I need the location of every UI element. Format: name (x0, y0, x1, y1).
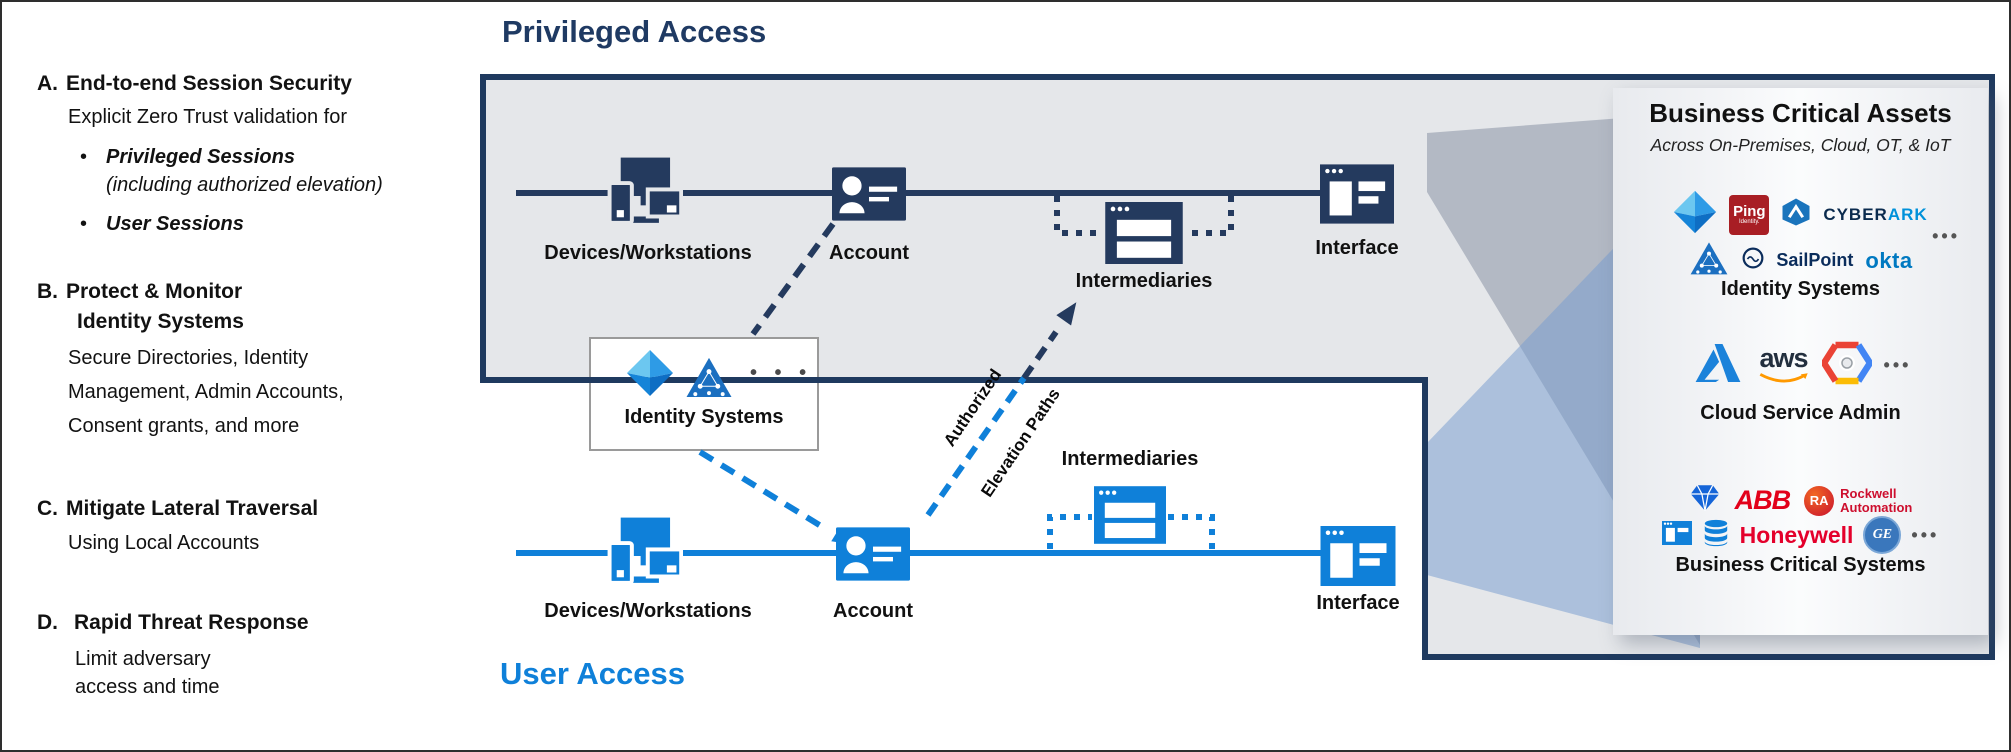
identity-to-user-account-dash (698, 449, 828, 532)
sidebar-item-d-body2: access and time (75, 676, 220, 698)
google-cloud-icon (1819, 341, 1874, 390)
elevation-arrowhead (1056, 302, 1077, 326)
privileged-devices-label: Devices/Workstations (544, 242, 752, 264)
cloud-service-admin-group-label: Cloud Service Admin (1700, 402, 1901, 424)
user-account-label: Account (833, 600, 913, 622)
sidebar-item-d-letter: D. (37, 611, 58, 634)
privileged-interface-label: Interface (1315, 237, 1399, 259)
privileged-devices-icon (603, 156, 684, 239)
user-access-title: User Access (500, 656, 685, 691)
cyberark-icon (1781, 197, 1811, 232)
sidebar-item-c-title: C.Mitigate Lateral Traversal (37, 497, 319, 520)
sidebar-item-b-title: B.Protect & Monitor (37, 280, 243, 303)
sidebar-item-c-body: Using Local Accounts (68, 532, 260, 554)
business-critical-assets-panel: Business Critical Assets Across On-Premi… (1613, 88, 1988, 635)
bullet-glyph: • (80, 213, 88, 235)
sidebar-item-b-letter: B. (37, 280, 58, 303)
sidebar-item-a-line1: Explicit Zero Trust validation for (68, 106, 347, 128)
sidebar-item-a-bullet1-note: (including authorized elevation) (106, 174, 383, 196)
honeywell-logo: Honeywell (1739, 521, 1854, 548)
cloud-logos-row: aws ••• (1613, 340, 1988, 391)
rockwell-badge-icon: RA (1804, 485, 1835, 516)
sidebar-item-a-bullet2: •User Sessions (80, 213, 244, 235)
gem-icon (1689, 484, 1721, 517)
sailpoint-icon (1742, 247, 1764, 274)
privileged-access-title: Privileged Access (502, 14, 767, 49)
privileged-intermediaries-icon (1105, 202, 1183, 269)
aws-smile-icon (1759, 373, 1808, 383)
user-interface-label: Interface (1316, 592, 1400, 614)
ping-identity-logo: Ping Identity. (1729, 194, 1770, 235)
sailpoint-logo: SailPoint (1776, 250, 1854, 270)
identity-systems-group-label: Identity Systems (1721, 278, 1880, 300)
identity-logos-ellipsis: ••• (1932, 226, 1960, 246)
okta-logo: okta (1865, 247, 1913, 273)
bcs-logos-row-1: ABB RA Rockwell Automation (1613, 484, 1988, 517)
bcs-logos-ellipsis: ••• (1911, 524, 1940, 545)
account-to-identity-dash (750, 222, 836, 336)
user-intermediaries-detour-right (1168, 514, 1215, 549)
sidebar-item-b-body3: Consent grants, and more (68, 415, 300, 437)
abb-logo: ABB (1734, 485, 1791, 515)
azure-logo-icon (1690, 340, 1746, 391)
identity-logos-row-2: SailPoint okta (1613, 240, 1988, 281)
privileged-plane-border (480, 74, 1995, 660)
user-intermediaries-detour-left (1047, 514, 1092, 549)
identity-systems-box-label: Identity Systems (624, 406, 784, 428)
user-devices-label: Devices/Workstations (544, 600, 752, 622)
user-intermediaries-icon (1094, 486, 1166, 549)
azure-ad-icon (626, 349, 674, 402)
assets-panel-subtitle: Across On-Premises, Cloud, OT, & IoT (1650, 135, 1951, 155)
active-directory-icon (1688, 240, 1730, 281)
sidebar-item-a-letter: A. (37, 72, 58, 95)
sidebar-item-c-letter: C. (37, 497, 58, 520)
app-window-icon (1661, 520, 1692, 551)
cloud-logos-ellipsis: ••• (1883, 355, 1912, 375)
database-icon (1702, 519, 1730, 552)
rockwell-automation-logo: RA Rockwell Automation (1804, 485, 1912, 516)
user-account-icon (836, 527, 910, 586)
privileged-intermediaries-label: Intermediaries (1075, 270, 1213, 292)
sidebar-item-b-body2: Management, Admin Accounts, (68, 381, 344, 403)
sidebar-item-d-body1: Limit adversary (75, 648, 211, 670)
active-directory-icon (684, 355, 734, 404)
aws-logo: aws (1758, 345, 1810, 386)
elevation-dash-lower (925, 376, 1027, 517)
privileged-account-icon (832, 167, 906, 226)
business-critical-systems-group-label: Business Critical Systems (1675, 554, 1926, 576)
user-intermediaries-label: Intermediaries (1061, 448, 1199, 470)
bcs-logos-row-2: Honeywell GE ••• (1613, 516, 1988, 554)
cyberark-logo: CYBERARK (1823, 204, 1928, 224)
privileged-account-label: Account (829, 242, 909, 264)
user-devices-icon (603, 516, 684, 599)
sidebar-item-b-title2: Identity Systems (77, 310, 244, 333)
elevation-dash-upper (1021, 330, 1059, 380)
user-interface-icon (1320, 526, 1396, 591)
azure-ad-icon (1673, 190, 1717, 239)
assets-panel-title: Business Critical Assets (1649, 98, 1952, 128)
bullet-glyph: • (80, 146, 88, 168)
sidebar-item-d-title: D.Rapid Threat Response (37, 611, 309, 634)
ge-logo: GE (1863, 516, 1902, 554)
identity-box-ellipsis: • • • (750, 362, 813, 384)
privileged-interface-icon (1320, 164, 1394, 229)
identity-logos-row-1: Ping Identity. CYBERARK (1613, 190, 1988, 239)
sidebar-item-a-title: A.End-to-end Session Security (37, 72, 352, 95)
sidebar-item-a-bullet1: •Privileged Sessions (80, 146, 295, 168)
sidebar-item-b-body1: Secure Directories, Identity (68, 347, 309, 369)
